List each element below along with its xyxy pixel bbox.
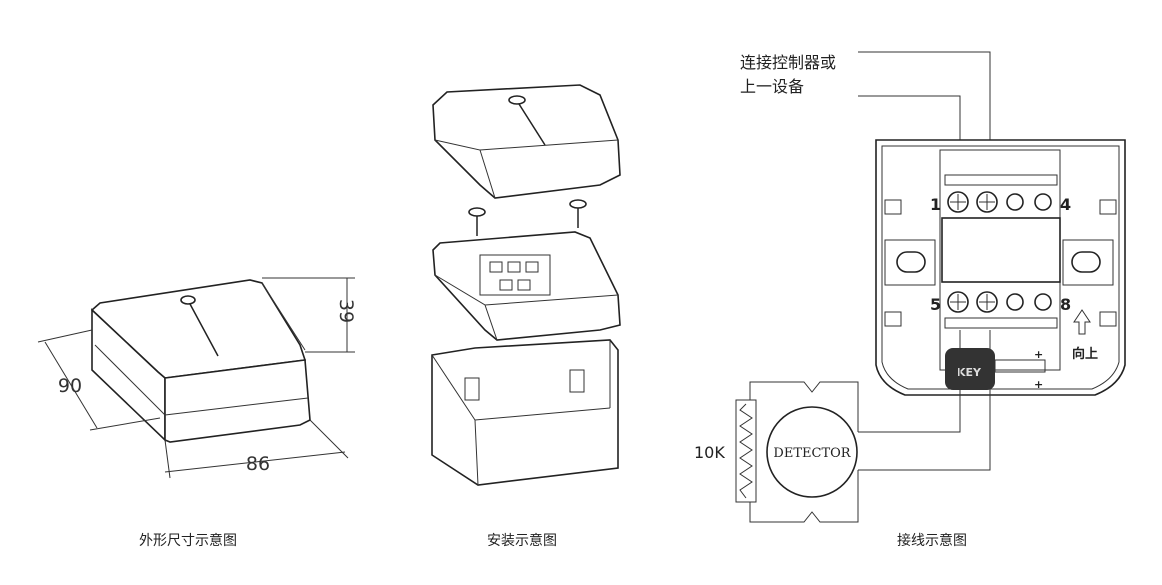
mounting-base <box>432 231 621 341</box>
terminal-block-top <box>944 174 1058 213</box>
terminal-1-label: 1 <box>930 195 941 214</box>
key-label: KEY <box>957 366 982 379</box>
width-dimension-line <box>164 451 346 473</box>
mounting-slot-right <box>1071 251 1101 273</box>
install-caption: 安装示意图 <box>487 532 557 549</box>
resistor-label: 10K <box>694 443 725 462</box>
wiring-caption: 接线示意图 <box>897 532 967 549</box>
detector-circle <box>766 406 858 498</box>
controller-label-line2: 上一设备 <box>740 77 804 96</box>
terminal-block-bottom <box>944 291 1058 329</box>
width-label: 86 <box>246 453 270 475</box>
label-area <box>941 217 1061 283</box>
install-drawing <box>431 84 621 486</box>
detector-cover <box>432 84 621 199</box>
svg-text:+: + <box>1034 378 1043 391</box>
wire-line <box>858 51 991 175</box>
up-arrow-icon <box>1073 309 1091 335</box>
depth-dimension-line <box>44 341 98 429</box>
height-label: 39 <box>335 299 357 323</box>
resistor <box>735 399 757 503</box>
wire-line <box>858 330 991 471</box>
screw-icon <box>468 207 486 236</box>
dimension-drawing: 39 90 86 <box>37 277 357 479</box>
back-box <box>431 339 619 486</box>
detector-label: DETECTOR <box>773 446 851 461</box>
terminal-5-label: 5 <box>930 295 941 314</box>
up-label: 向上 <box>1072 346 1098 362</box>
wire-line <box>858 330 961 433</box>
wiring-drawing: 连接控制器或 上一设备 1 4 5 8 <box>694 51 1126 523</box>
indicator-led <box>180 295 196 305</box>
svg-text:+: + <box>1034 348 1043 361</box>
key-icon <box>945 348 995 390</box>
terminal-4-label: 4 <box>1060 195 1071 214</box>
depth-label: 90 <box>58 375 82 397</box>
mounting-slot-left <box>896 251 926 273</box>
controller-label-line1: 连接控制器或 <box>740 53 836 72</box>
dimension-caption: 外形尺寸示意图 <box>139 532 237 549</box>
resistor-zigzag-icon <box>739 403 753 499</box>
screw-icon <box>569 199 587 228</box>
terminal-8-label: 8 <box>1060 295 1071 314</box>
